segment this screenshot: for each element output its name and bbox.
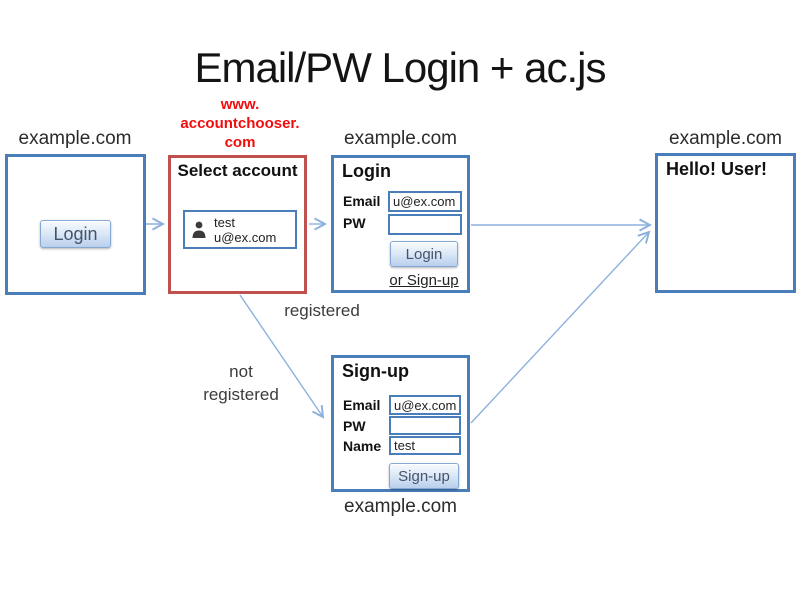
signup-pw-input[interactable] (389, 416, 461, 435)
accountchooser-domain-line2: accountchooser. (180, 115, 300, 132)
not-registered-label: not registered (181, 360, 301, 406)
login-domain-label: example.com (344, 128, 457, 149)
not-registered-line2: registered (203, 385, 279, 404)
signup-domain-label: example.com (344, 496, 457, 517)
site-domain-label: example.com (18, 128, 132, 149)
login-submit-button[interactable]: Login (390, 241, 458, 267)
hello-title: Hello! User! (666, 159, 768, 179)
login-window: Login Email PW Login or Sign-up (331, 155, 470, 293)
or-signup-link[interactable]: or Sign-up (389, 272, 459, 289)
login-pw-label: PW (343, 215, 366, 231)
signup-window: Sign-up Email PW Name Sign-up (331, 355, 470, 492)
signup-email-label: Email (343, 397, 381, 413)
account-chooser-window: Select account test u@ex.com (168, 155, 307, 294)
site-window: Login (5, 154, 146, 295)
signup-email-input[interactable] (389, 395, 461, 415)
not-registered-line1: not (229, 362, 253, 381)
accountchooser-domain-line1: www. (220, 96, 260, 113)
account-name: test (214, 214, 235, 230)
login-window-title: Login (342, 161, 391, 181)
page-title: Email/PW Login + ac.js (194, 44, 606, 91)
signup-window-title: Sign-up (342, 361, 409, 381)
accountchooser-domain-label: www. accountchooser. com (165, 95, 315, 152)
hello-window: Hello! User! (655, 153, 796, 293)
chooser-title: Select account (177, 161, 298, 180)
account-item[interactable]: test u@ex.com (183, 210, 297, 249)
person-icon (192, 221, 206, 238)
login-email-input[interactable] (388, 191, 462, 212)
registered-label: registered (284, 301, 360, 320)
signup-pw-label: PW (343, 418, 366, 434)
account-email: u@ex.com (214, 229, 277, 245)
login-pw-input[interactable] (388, 214, 462, 235)
accountchooser-domain-line3: com (224, 134, 256, 151)
arrow-signup-to-hello (470, 230, 651, 424)
hello-domain-label: example.com (669, 128, 782, 149)
login-email-label: Email (343, 193, 381, 209)
site-login-button[interactable]: Login (40, 220, 111, 248)
signup-name-input[interactable] (389, 436, 461, 455)
signup-submit-button[interactable]: Sign-up (389, 463, 459, 489)
signup-name-label: Name (343, 438, 382, 454)
